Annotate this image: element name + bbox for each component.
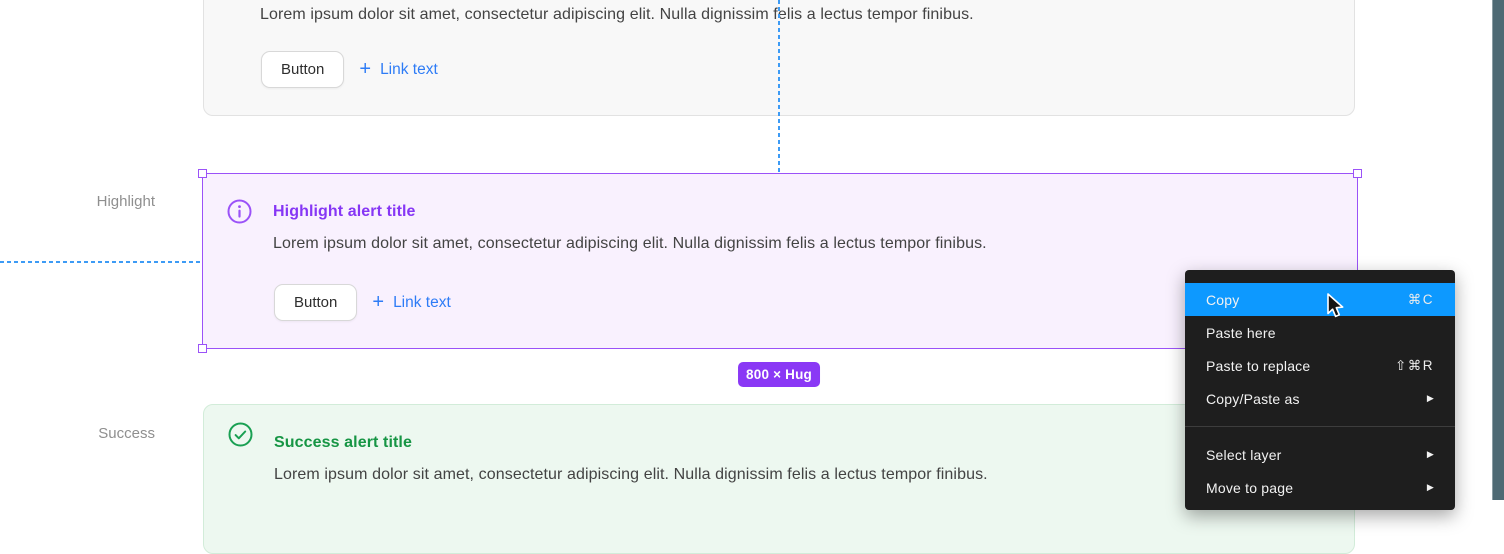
link-label: Link text [380,60,438,78]
highlight-alert-link[interactable]: + Link text [372,290,451,313]
highlight-alert-card[interactable]: Highlight alert title Lorem ipsum dolor … [198,169,1362,353]
submenu-arrow-icon: ▶ [1426,449,1434,459]
window-edge-strip [1492,0,1504,500]
check-circle-icon [228,422,253,447]
success-layer-label: Success [98,425,155,442]
default-alert-body: Lorem ipsum dolor sit amet, consectetur … [260,6,974,23]
menu-item-move-to-page[interactable]: Move to page ▶ [1206,479,1434,496]
info-circle-icon [227,199,252,224]
success-alert-body: Lorem ipsum dolor sit amet, consectetur … [274,466,988,483]
success-alert-card[interactable]: Success alert title Lorem ipsum dolor si… [203,404,1355,554]
selection-handle-top-right[interactable] [1353,169,1362,178]
selection-size-badge: 800 × Hug [738,362,820,387]
mouse-cursor-icon [1326,292,1346,320]
selection-handle-bottom-left[interactable] [198,344,207,353]
menu-item-copy[interactable]: Copy ⌘C [1185,283,1455,316]
shortcut-paste-to-replace: ⇧⌘R [1394,357,1434,373]
highlight-alert-body: Lorem ipsum dolor sit amet, consectetur … [273,235,987,252]
plus-icon: + [359,57,372,80]
submenu-arrow-icon: ▶ [1426,393,1434,403]
vertical-guide-line [778,0,780,173]
selection-handle-top-left[interactable] [198,169,207,178]
menu-item-select-layer[interactable]: Select layer ▶ [1206,446,1434,463]
submenu-arrow-icon: ▶ [1426,482,1434,492]
highlight-alert-button[interactable]: Button [274,284,358,321]
link-label: Link text [393,293,451,311]
shortcut-copy: ⌘C [1407,291,1434,307]
default-alert-link[interactable]: + Link text [359,57,438,80]
highlight-layer-label: Highlight [96,193,155,210]
default-alert-button[interactable]: Button [261,51,345,88]
success-alert-title: Success alert title [274,434,412,451]
horizontal-guide-line [0,261,201,263]
menu-item-paste-here[interactable]: Paste here [1206,324,1276,341]
plus-icon: + [372,290,385,313]
menu-separator [1185,426,1455,427]
context-menu: Copy ⌘C Paste here Paste to replace ⇧⌘R … [1185,270,1455,510]
highlight-alert-title: Highlight alert title [273,203,416,220]
menu-item-paste-to-replace[interactable]: Paste to replace ⇧⌘R [1206,357,1434,374]
menu-item-copy-paste-as[interactable]: Copy/Paste as ▶ [1206,390,1434,407]
